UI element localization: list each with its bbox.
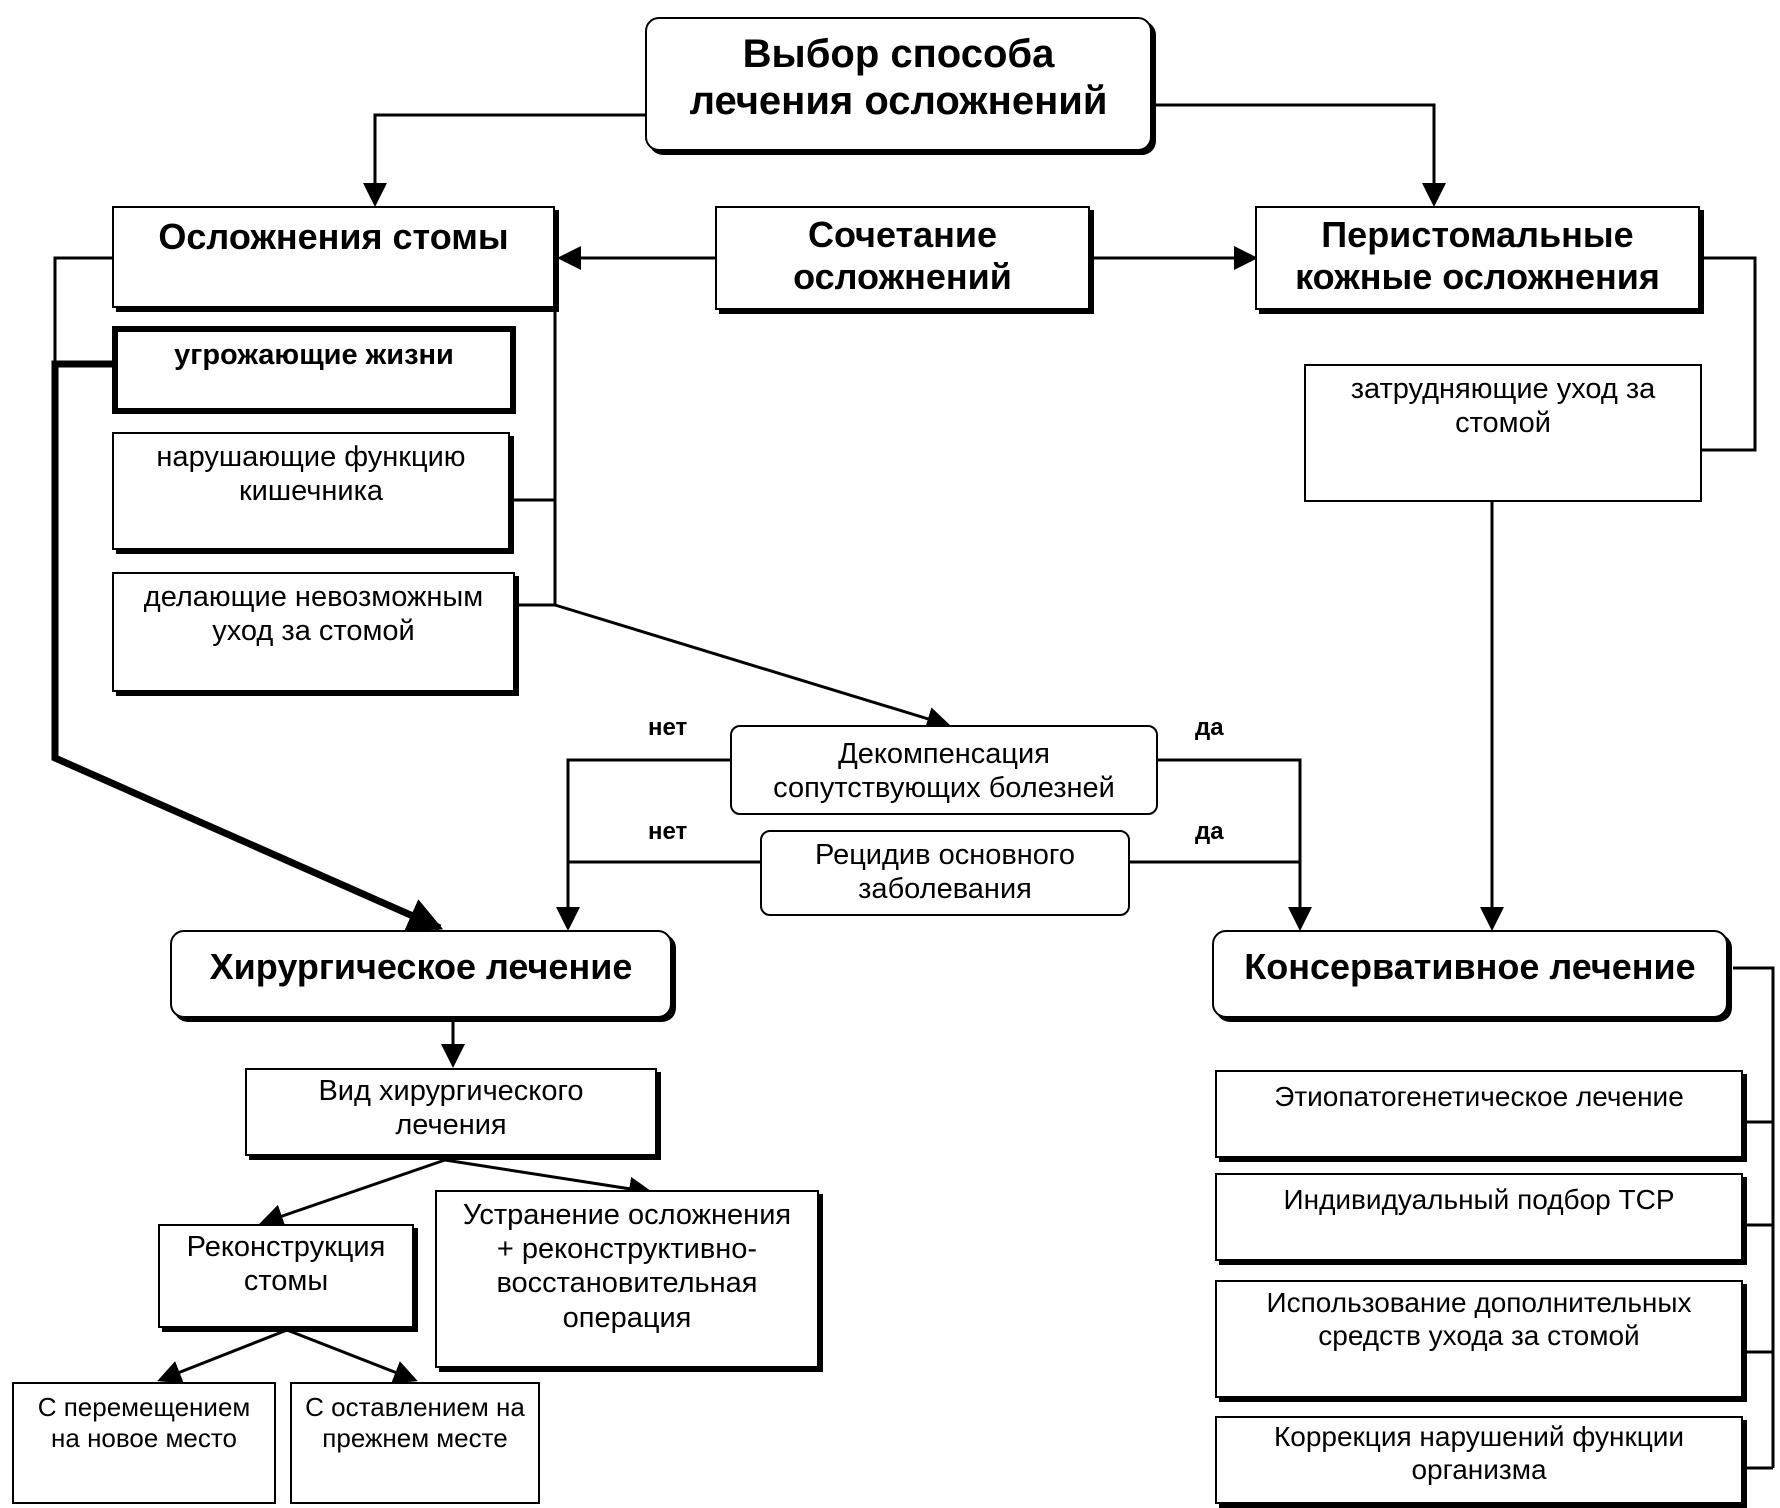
arrow-title-to-stoma bbox=[363, 113, 645, 207]
diagram-title-line-2: лечения осложнений bbox=[689, 79, 1108, 124]
surgery-kind-line-2: лечения bbox=[395, 1109, 507, 1142]
arrow-kind-to-reconstruction bbox=[259, 1158, 446, 1228]
bowel-function-line-2: кишечника bbox=[238, 475, 384, 508]
conservative-treatment-box: Консервативное лечение bbox=[1212, 930, 1728, 1018]
relapse-no-label: нет bbox=[648, 818, 688, 845]
surgery-kind-box: Вид хирургического лечения bbox=[245, 1068, 657, 1156]
reconstruction-line-2: стомы bbox=[243, 1265, 329, 1298]
peristomal-title-line-1: Перистомальные bbox=[1321, 214, 1634, 255]
decompensation-no-label: нет bbox=[648, 714, 688, 741]
conservative-item-tcr-selection: Индивидуальный подбор ТСР bbox=[1215, 1173, 1743, 1261]
conservative-item-4-line-2: организма bbox=[1411, 1454, 1547, 1486]
reconstruction-box: Реконструкция стомы bbox=[158, 1224, 414, 1328]
arrow-to-decompensation bbox=[554, 603, 951, 731]
stoma-complications-box: Осложнения стомы bbox=[112, 206, 555, 308]
same-place-line-1: С оставлением на bbox=[305, 1392, 525, 1422]
stoma-complications-title: Осложнения стомы bbox=[158, 216, 509, 257]
same-place-box: С оставлением на прежнем месте bbox=[290, 1382, 540, 1504]
relapse-yes-label: да bbox=[1195, 818, 1224, 845]
surgery-kind-line-1: Вид хирургического bbox=[318, 1075, 584, 1107]
peristomal-box: Перистомальные кожные осложнения bbox=[1255, 206, 1700, 310]
life-threatening-label: угрожающие жизни bbox=[174, 339, 454, 371]
elimination-line-2: + реконструктивно- bbox=[496, 1233, 758, 1266]
bowel-function-line-1: нарушающие функцию bbox=[156, 441, 466, 473]
arrow-reconstruction-to-relocation bbox=[157, 1328, 288, 1384]
surgical-treatment-title: Хирургическое лечение bbox=[209, 946, 633, 987]
relocation-box: С перемещением на новое место bbox=[12, 1382, 276, 1504]
arrow-title-to-peristomal bbox=[1152, 103, 1446, 207]
decompensation-box: Декомпенсация сопутствующих болезней bbox=[730, 725, 1158, 815]
care-impossible-line-1: делающие невозможным bbox=[143, 581, 484, 613]
elimination-line-3: восстановительная bbox=[496, 1267, 758, 1300]
conservative-item-4-line-1: Коррекция нарушений функции bbox=[1273, 1421, 1685, 1452]
arrow-decompensation-yes bbox=[1158, 758, 1312, 931]
arrow-decompensation-no bbox=[556, 758, 730, 931]
stoma-left-bracket bbox=[53, 256, 112, 370]
decompensation-line-2: сопутствующих болезней bbox=[773, 772, 1115, 805]
combination-box: Сочетание осложнений bbox=[715, 206, 1090, 310]
care-difficult-line-2: стомой bbox=[1455, 407, 1551, 440]
conservative-item-etiopathogenetic: Этиопатогенетическое лечение bbox=[1215, 1070, 1743, 1158]
arrow-reconstruction-to-same-place bbox=[286, 1328, 418, 1384]
arrow-kind-to-elimination bbox=[444, 1158, 653, 1201]
care-impossible-box: делающие невозможным уход за стомой bbox=[112, 572, 515, 692]
reconstruction-line-1: Реконструкция bbox=[186, 1231, 386, 1263]
conservative-item-additional-means: Использование дополнительных средств ухо… bbox=[1215, 1280, 1743, 1398]
relocation-line-1: С перемещением bbox=[37, 1392, 251, 1422]
conservative-item-correction: Коррекция нарушений функции организма bbox=[1215, 1416, 1743, 1504]
care-impossible-line-2: уход за стомой bbox=[212, 615, 415, 648]
surgical-treatment-box: Хирургическое лечение bbox=[170, 930, 672, 1018]
elimination-box: Устранение осложнения + реконструктивно-… bbox=[435, 1190, 819, 1368]
arrow-life-threatening-to-surgical bbox=[51, 360, 444, 932]
elimination-line-1: Устранение осложнения bbox=[462, 1199, 792, 1231]
peristomal-bracket bbox=[1700, 256, 1757, 452]
relapse-line-1: Рецидив основного bbox=[815, 839, 1075, 871]
life-threatening-box: угрожающие жизни bbox=[112, 326, 516, 414]
conservative-item-2-line-1: Индивидуальный подбор ТСР bbox=[1283, 1184, 1675, 1215]
relocation-line-2: на новое место bbox=[51, 1422, 237, 1453]
relapse-box: Рецидив основного заболевания bbox=[760, 830, 1130, 916]
conservative-item-1-line-1: Этиопатогенетическое лечение bbox=[1274, 1081, 1684, 1112]
decompensation-yes-label: да bbox=[1195, 714, 1224, 741]
relapse-line-2: заболевания bbox=[858, 873, 1032, 906]
care-difficult-line-1: затрудняющие уход за bbox=[1350, 373, 1656, 405]
decompensation-line-1: Декомпенсация bbox=[838, 738, 1050, 770]
diagram-title-box: Выбор способа лечения осложнений bbox=[645, 17, 1152, 151]
elimination-line-4: операция bbox=[562, 1301, 692, 1334]
conservative-item-3-line-2: средств ухода за стомой bbox=[1318, 1320, 1640, 1352]
peristomal-title-line-2: кожные осложнения bbox=[1295, 256, 1660, 298]
conservative-treatment-title: Консервативное лечение bbox=[1244, 946, 1696, 987]
combination-line-2: осложнений bbox=[793, 256, 1012, 298]
same-place-line-2: прежнем месте bbox=[322, 1422, 508, 1453]
combination-line-1: Сочетание bbox=[807, 214, 998, 255]
care-difficult-box: затрудняющие уход за стомой bbox=[1304, 364, 1702, 502]
diagram-title-line-1: Выбор способа bbox=[742, 32, 1055, 76]
conservative-bracket bbox=[1733, 966, 1775, 1468]
conservative-item-3-line-1: Использование дополнительных bbox=[1266, 1287, 1692, 1318]
bowel-function-box: нарушающие функцию кишечника bbox=[112, 432, 510, 550]
